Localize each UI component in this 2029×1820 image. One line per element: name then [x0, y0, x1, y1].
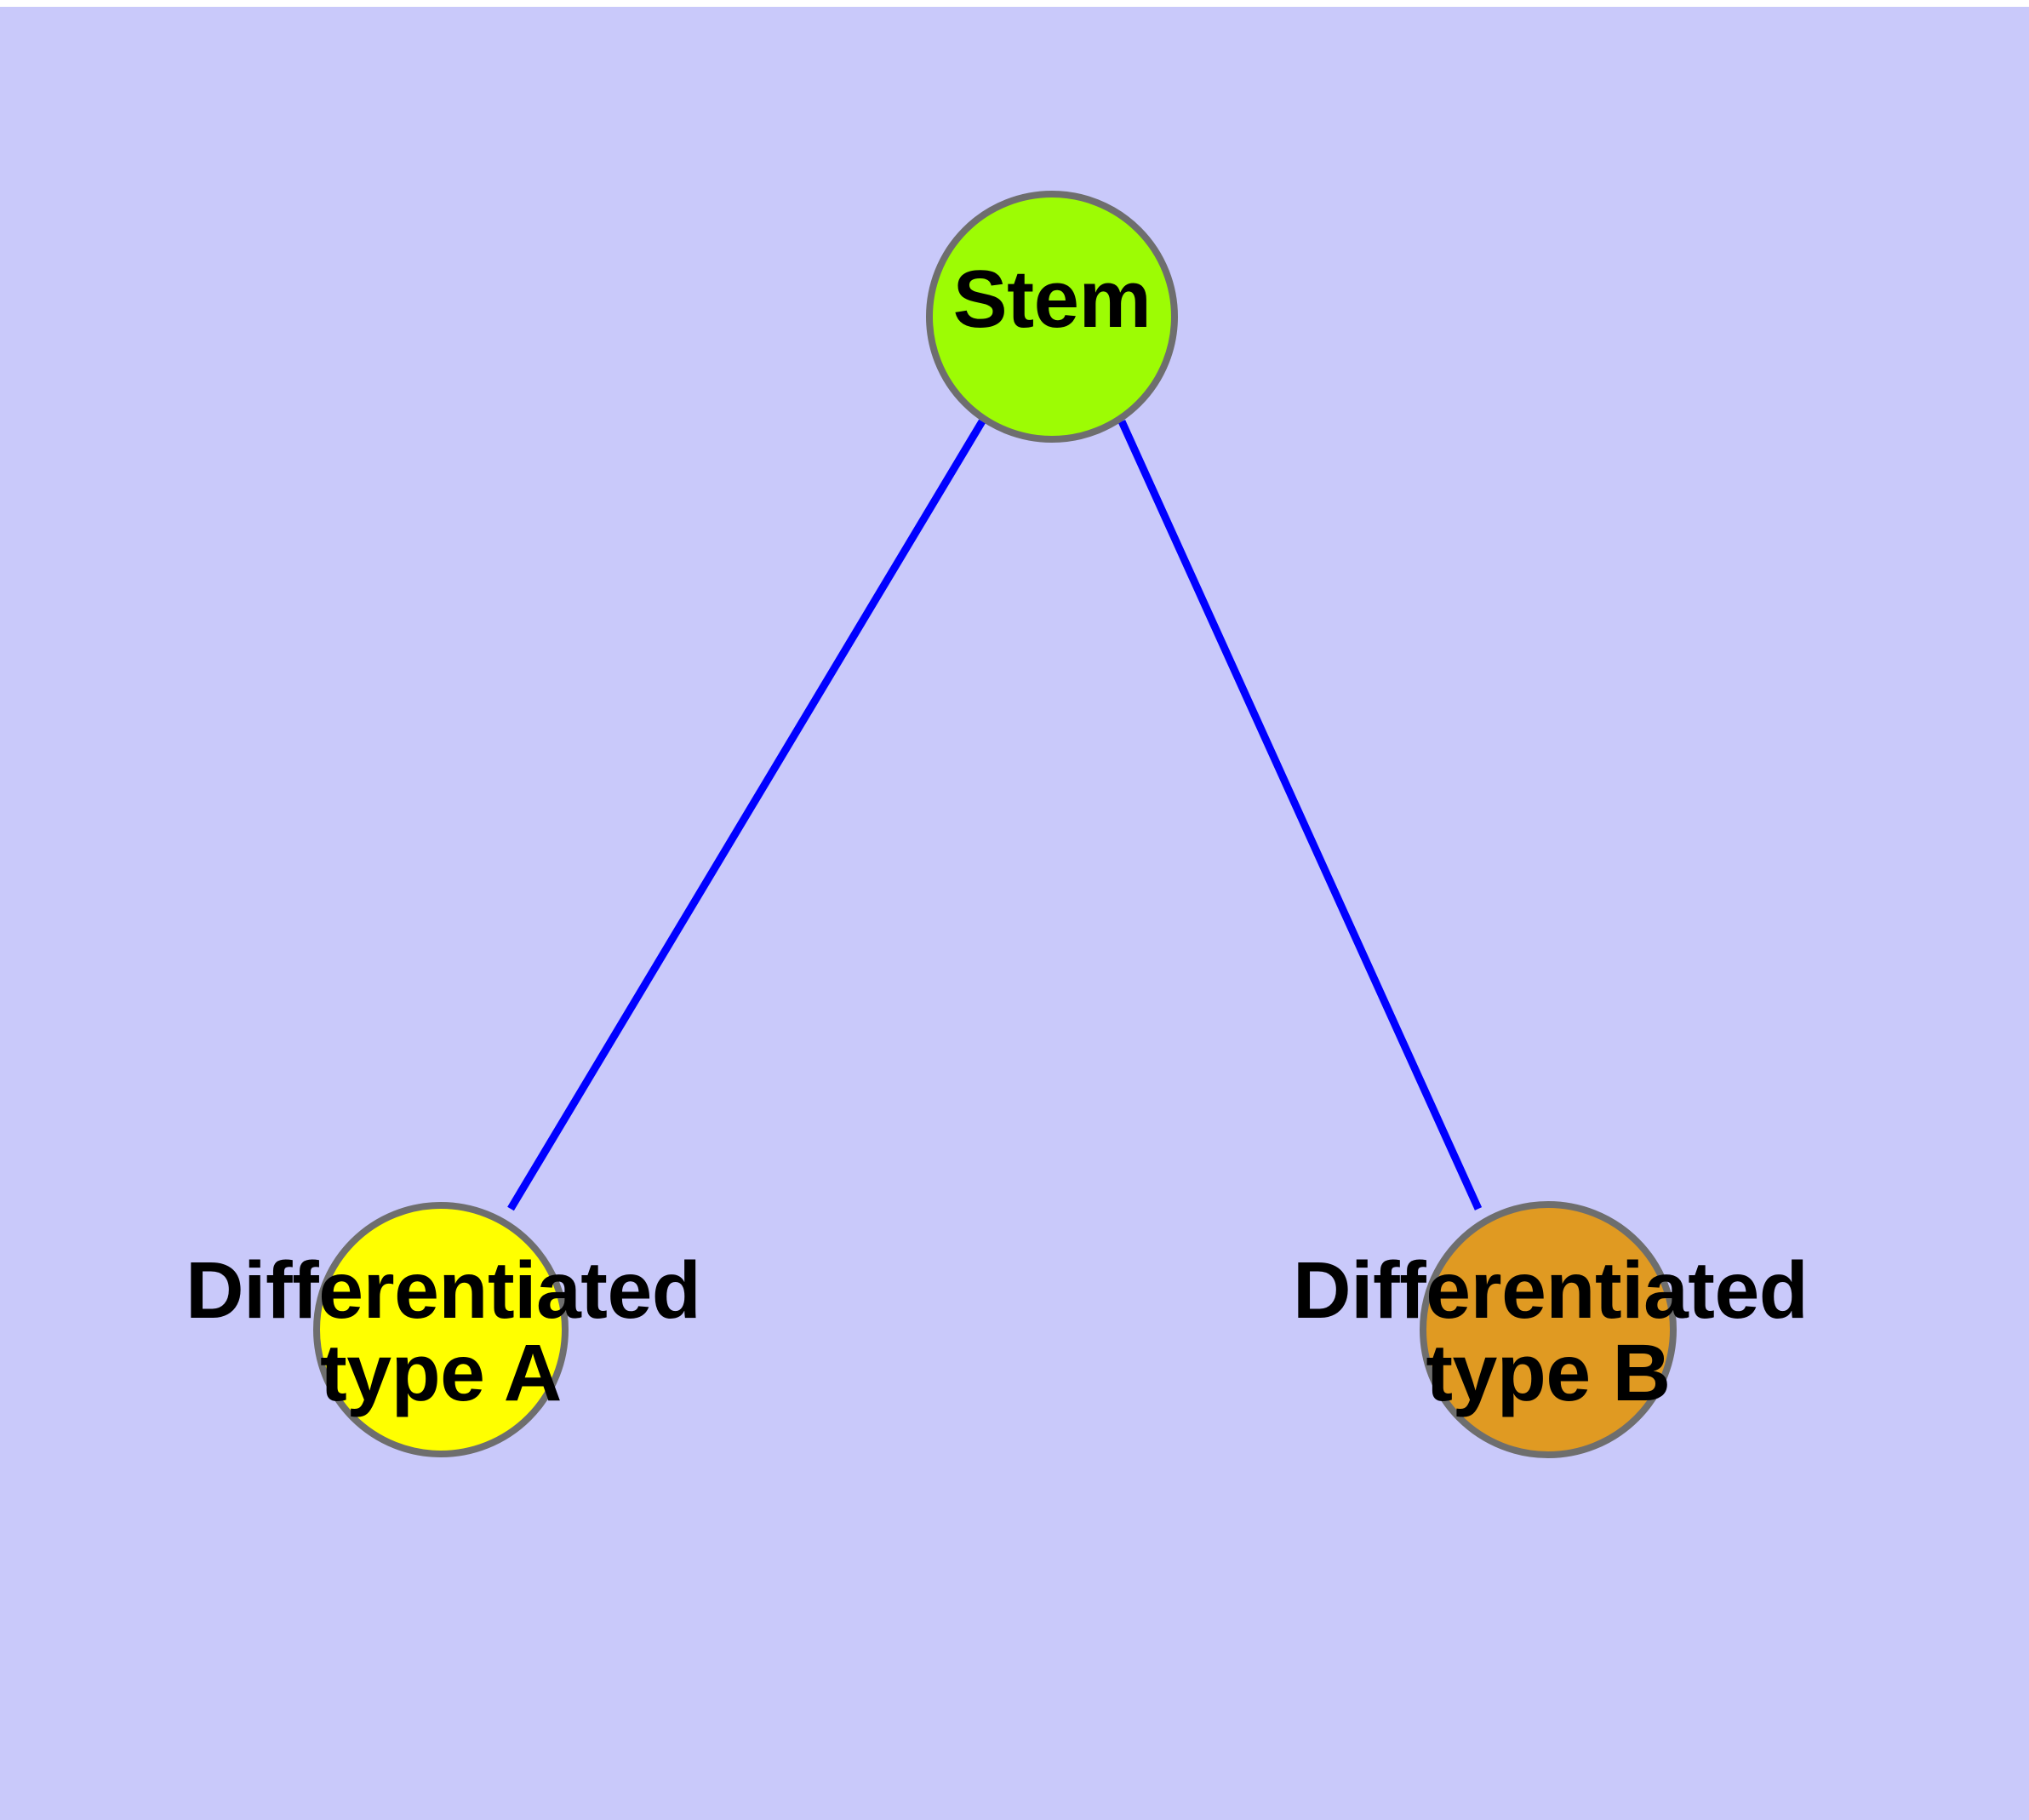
node-circle-differentiated-type-a[interactable]	[313, 1202, 569, 1457]
node-circle-differentiated-type-b[interactable]	[1420, 1201, 1677, 1458]
edge-stem-to-differentiated-type-a[interactable]	[507, 419, 986, 1211]
node-circle-stem[interactable]	[926, 191, 1178, 443]
edge-group	[507, 419, 1483, 1211]
edge-stem-to-differentiated-type-b[interactable]	[1117, 420, 1483, 1210]
node-group	[313, 191, 1677, 1458]
